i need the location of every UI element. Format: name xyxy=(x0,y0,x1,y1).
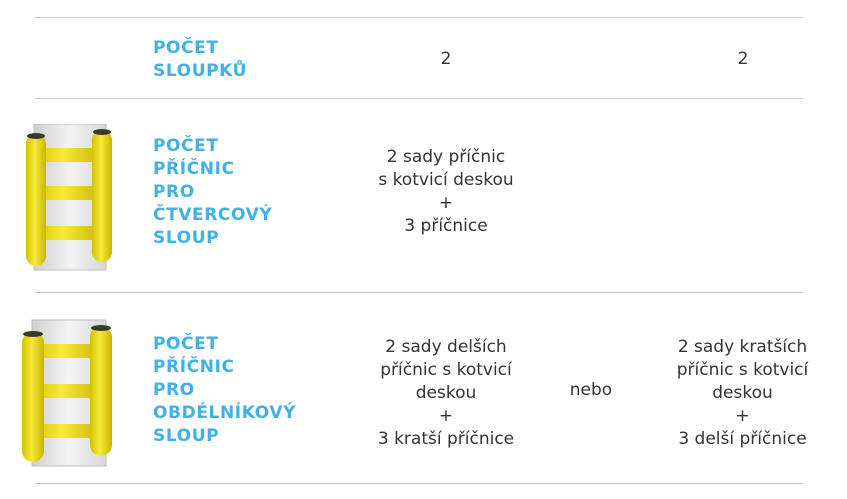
divider-row1 xyxy=(35,98,803,99)
square-column-guard-icon xyxy=(26,123,116,278)
divider-bottom xyxy=(35,483,803,484)
row-label-rails-square: POČET PŘÍČNIC PRO ČTVERCOVÝ SLOUP xyxy=(153,136,273,248)
row3-value-b: 2 sady kratších příčnic s kotvicí deskou… xyxy=(676,337,809,449)
row1-value-b: 2 xyxy=(737,49,749,69)
rectangular-column-guard-icon xyxy=(22,318,114,472)
row1-value-a: 2 xyxy=(440,49,452,69)
divider-top xyxy=(35,17,803,18)
divider-row2 xyxy=(35,292,803,293)
row2-value-a: 2 sady příčnic s kotvicí deskou + 3 příč… xyxy=(378,147,514,236)
row3-connector: nebo xyxy=(569,380,613,400)
row-label-rails-rectangular: POČET PŘÍČNIC PRO OBDÉLNÍKOVÝ SLOUP xyxy=(153,334,296,446)
row3-value-a: 2 sady delších příčnic s kotvicí deskou … xyxy=(377,337,515,449)
row-label-posts-count: POČET SLOUPKŮ xyxy=(153,38,248,81)
